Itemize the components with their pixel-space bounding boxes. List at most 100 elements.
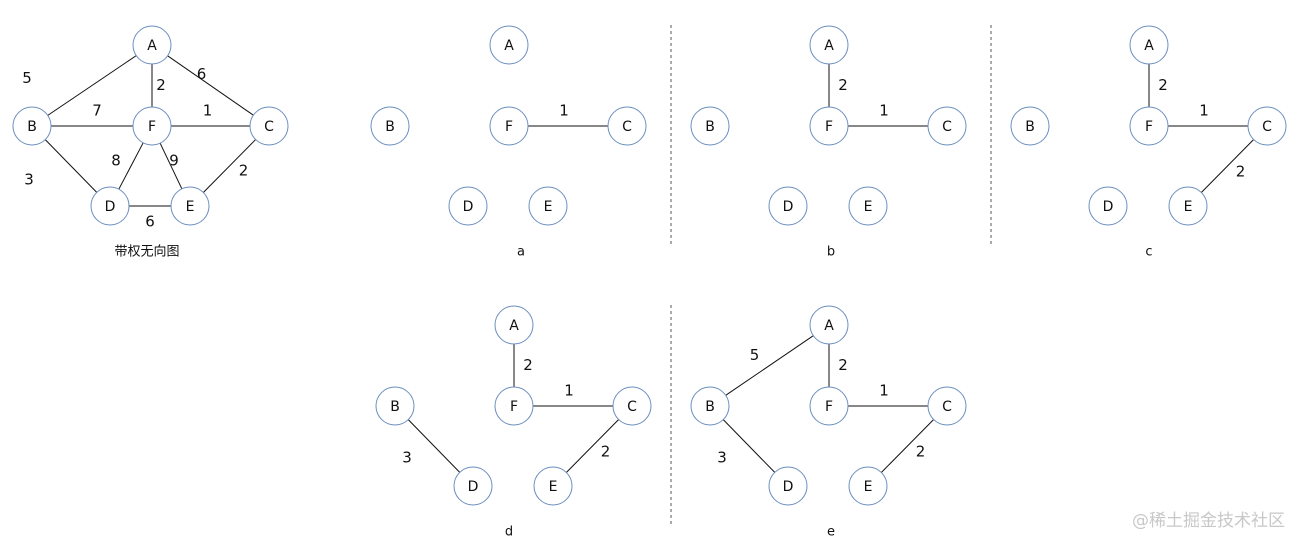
node-F [494, 386, 534, 426]
edge-C-E [880, 419, 935, 473]
node-label-A: A [824, 318, 834, 334]
node-C [927, 106, 967, 146]
node-B [690, 386, 730, 426]
node-A [1129, 25, 1169, 65]
edge-weight-C-E: 2 [239, 162, 249, 180]
node-label-F: F [1145, 119, 1153, 135]
node-D [768, 466, 808, 506]
node-F [809, 386, 849, 426]
node-F [1129, 106, 1169, 146]
watermark: @稀土掘金技术社区 [1132, 511, 1285, 531]
node-label-C: C [1262, 119, 1272, 135]
edge-B-D [407, 419, 461, 473]
edge-weight-C-E: 2 [601, 443, 611, 461]
node-B [375, 386, 415, 426]
edge-weight-B-F: 7 [92, 102, 102, 120]
node-B [1010, 106, 1050, 146]
caption: 带权无向图 [114, 244, 179, 260]
edge-F-D [118, 142, 144, 190]
node-E [848, 186, 888, 226]
node-label-F: F [505, 119, 513, 135]
edge-F-E [159, 142, 183, 190]
edge-C-E [565, 419, 620, 473]
node-label-D: D [783, 199, 794, 215]
node-label-C: C [942, 399, 952, 415]
edge-weight-F-C: 1 [559, 102, 569, 120]
node-C [607, 106, 647, 146]
node-label-D: D [463, 199, 474, 215]
edge-weight-A-F: 2 [838, 76, 848, 94]
edge-weight-A-B: 5 [22, 69, 32, 87]
edge-weight-F-C: 1 [1199, 102, 1209, 120]
caption: c [1145, 245, 1152, 260]
node-E [170, 186, 210, 226]
node-label-D: D [1103, 199, 1114, 215]
node-label-E: E [186, 199, 195, 215]
edge-A-B [725, 335, 814, 396]
edge-weight-F-C: 1 [879, 102, 889, 120]
edge-weight-A-C: 6 [197, 65, 207, 83]
edge-weight-A-F: 2 [838, 356, 848, 374]
node-label-E: E [1184, 199, 1193, 215]
node-E [1168, 186, 1208, 226]
node-label-D: D [783, 479, 794, 495]
node-A [489, 25, 529, 65]
node-label-A: A [504, 38, 514, 54]
edge-weight-F-C: 1 [203, 102, 213, 120]
edge-weight-F-C: 1 [564, 382, 574, 400]
edge-B-D [44, 139, 98, 193]
edge-weight-B-D: 3 [402, 449, 412, 467]
node-label-B: B [390, 399, 400, 415]
edge-weight-C-E: 2 [916, 443, 926, 461]
caption: e [827, 525, 835, 540]
node-A [809, 305, 849, 345]
edge-weight-C-E: 2 [1236, 163, 1246, 181]
node-label-E: E [864, 199, 873, 215]
node-label-C: C [942, 119, 952, 135]
node-label-F: F [510, 399, 518, 415]
edge-C-E [202, 139, 257, 193]
edge-weight-F-C: 1 [879, 382, 889, 400]
edge-B-D [722, 419, 776, 473]
node-B [690, 106, 730, 146]
edge-weight-F-D: 8 [111, 152, 121, 170]
node-label-A: A [509, 318, 519, 334]
node-label-E: E [864, 479, 873, 495]
node-label-D: D [468, 479, 479, 495]
node-D [90, 186, 130, 226]
node-C [612, 386, 652, 426]
caption: d [505, 525, 513, 540]
node-label-D: D [105, 199, 116, 215]
node-B [370, 106, 410, 146]
node-A [809, 25, 849, 65]
node-label-B: B [705, 399, 715, 415]
node-label-B: B [385, 119, 395, 135]
node-C [927, 386, 967, 426]
node-label-A: A [824, 38, 834, 54]
node-label-B: B [27, 119, 37, 135]
node-D [448, 186, 488, 226]
node-C [1247, 106, 1287, 146]
node-label-F: F [825, 399, 833, 415]
node-label-A: A [1144, 38, 1154, 54]
node-C [249, 106, 289, 146]
node-label-F: F [148, 119, 156, 135]
edge-weight-D-E: 6 [145, 213, 155, 231]
edge-weight-A-F: 2 [1158, 76, 1168, 94]
node-label-C: C [627, 399, 637, 415]
node-F [132, 106, 172, 146]
node-label-C: C [264, 119, 274, 135]
caption: a [517, 245, 525, 260]
edge-weight-A-F: 2 [523, 356, 533, 374]
node-A [494, 305, 534, 345]
node-D [453, 466, 493, 506]
node-E [533, 466, 573, 506]
edge-weight-B-D: 3 [717, 449, 727, 467]
